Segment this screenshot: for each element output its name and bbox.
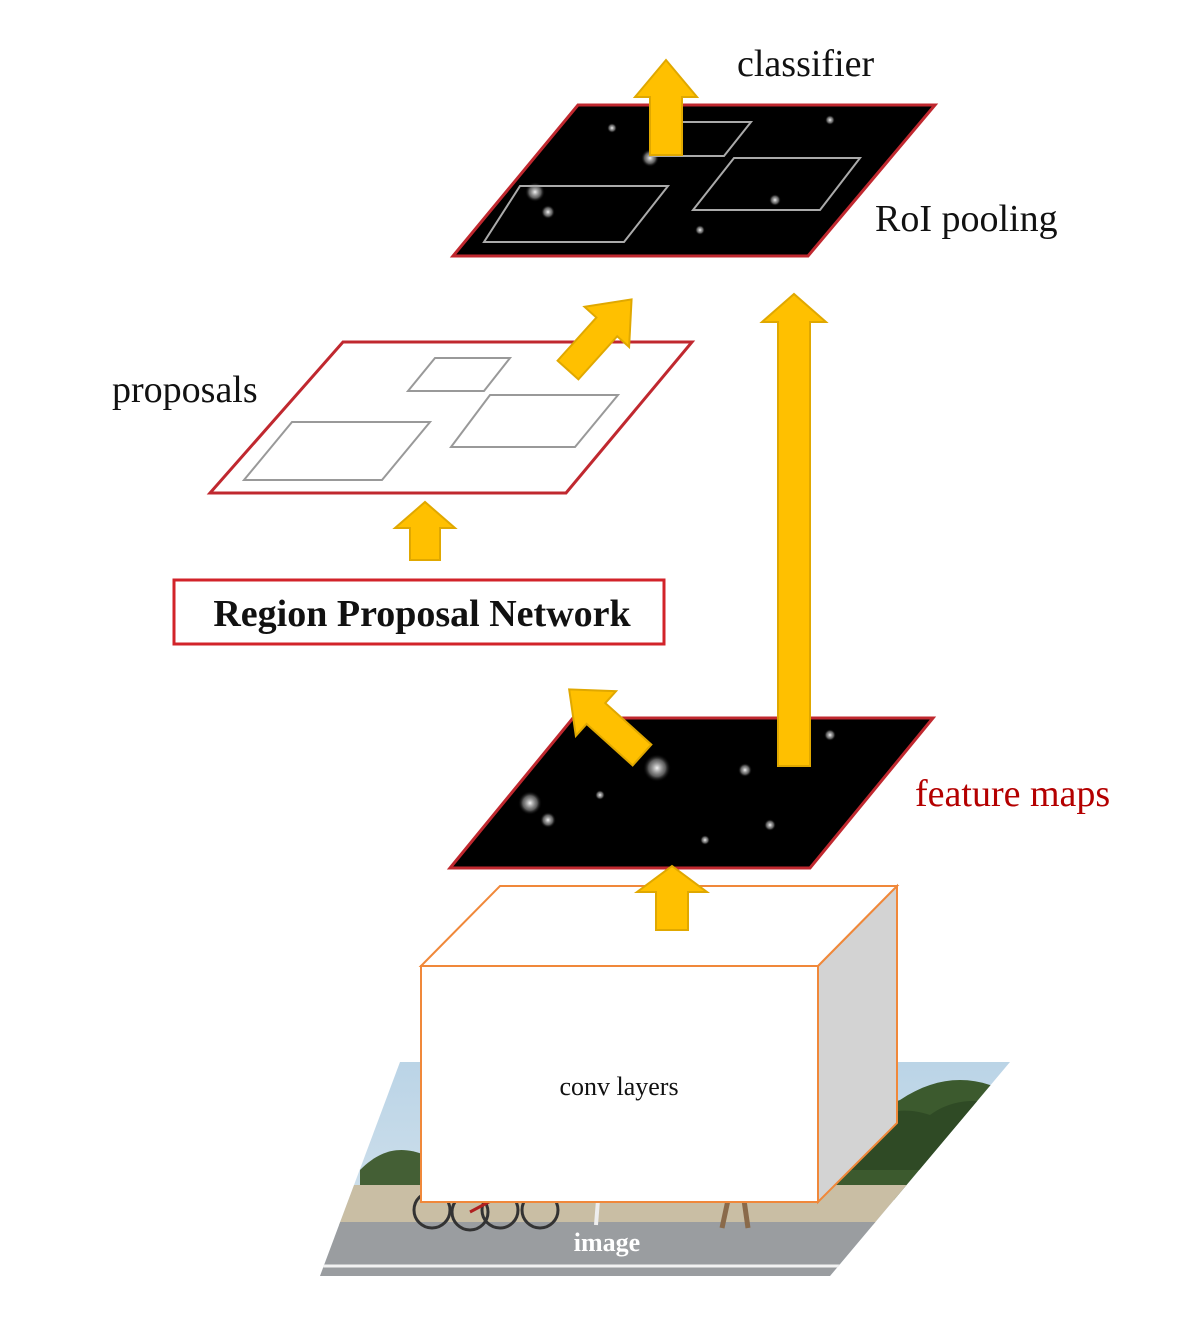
conv-layers-label: conv layers: [559, 1072, 678, 1101]
rpn-box: Region Proposal Network: [172, 578, 666, 646]
roi-pooling-label: RoI pooling: [875, 198, 1058, 240]
rpn-label: Region Proposal Network: [213, 593, 631, 635]
arrow-roi-to-classifier: [632, 58, 700, 156]
roi-box: [482, 185, 671, 243]
proposals-plane: [206, 340, 696, 495]
proposal-box: [241, 421, 433, 481]
arrow-proposals-to-roi: [556, 298, 633, 381]
conv-layers-box: conv layers: [418, 883, 900, 1205]
roi-box: [690, 157, 863, 211]
arrow-feature-maps-to-rpn-shape: [568, 688, 653, 767]
arrow-feature-maps-to-roi: [759, 292, 829, 767]
arrow-conv-to-feature-maps: [633, 864, 711, 931]
proposals-label: proposals: [112, 369, 258, 411]
arrow-rpn-to-proposals: [392, 500, 458, 561]
roi-pooling-plane: [449, 103, 939, 258]
conv-box-front: [420, 965, 819, 1203]
feature-maps-plane: [446, 716, 937, 870]
proposal-box: [405, 357, 513, 392]
classifier-label: classifier: [737, 43, 875, 85]
proposal-box: [449, 394, 621, 448]
image-label: image: [574, 1228, 640, 1257]
feature-maps-label: feature maps: [915, 773, 1110, 815]
